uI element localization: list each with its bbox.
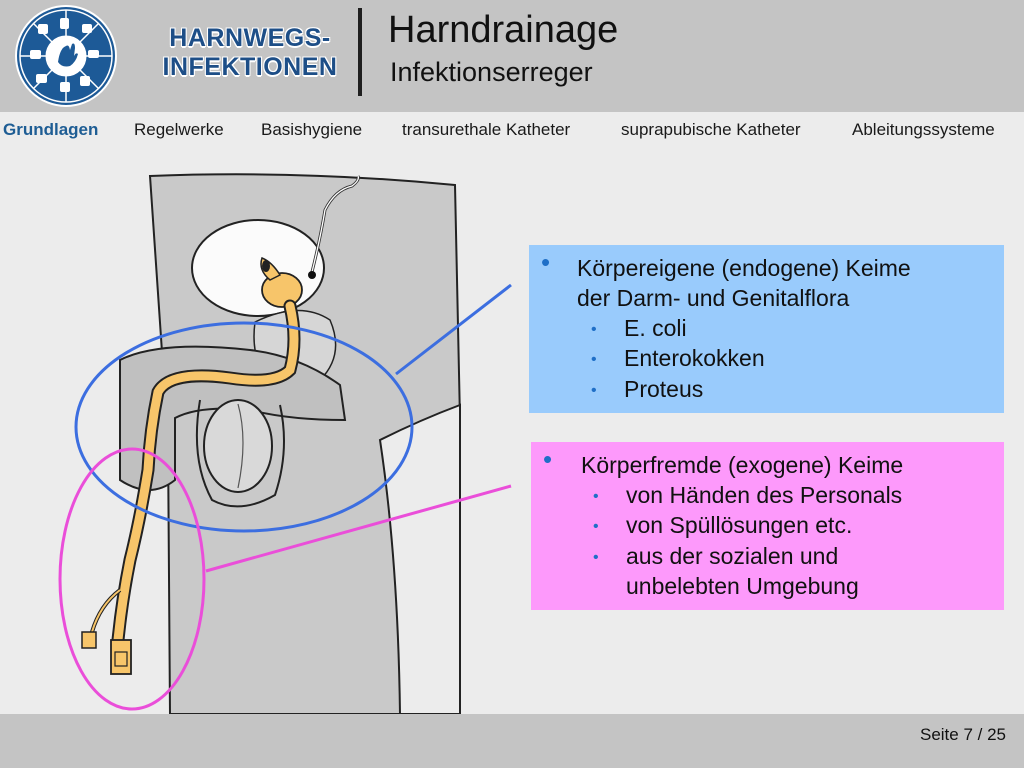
sub-bullet-icon: • <box>593 549 599 566</box>
exogenous-item: von Spüllösungen etc. <box>626 512 853 538</box>
slide-footer: Seite 7 / 25 <box>0 714 1024 768</box>
sub-bullet-icon: • <box>591 321 597 338</box>
sub-bullet-icon: • <box>591 382 597 399</box>
sub-bullet-icon: • <box>593 488 599 505</box>
endogenous-item: Proteus <box>624 376 704 402</box>
slide-header: HARNWEGS- INFEKTIONEN Harndrainage Infek… <box>0 0 1024 112</box>
sub-bullet-icon: • <box>593 518 599 535</box>
exogenous-item: von Händen des Personals <box>626 482 903 508</box>
testicle-shape <box>203 399 273 493</box>
endogenous-highlight-ellipse <box>74 321 414 533</box>
scrotum-outline <box>195 399 285 508</box>
brand-line-2: INFEKTIONEN <box>162 53 338 81</box>
pelvic-bone <box>191 219 325 317</box>
catheter-anatomy-illustration <box>58 173 512 714</box>
page-title: Harndrainage <box>388 9 619 51</box>
exogenous-item-continuation: unbelebten Umgebung <box>626 573 859 599</box>
endogenous-pointer-line <box>395 283 512 376</box>
tab-grundlagen[interactable]: Grundlagen <box>3 120 99 139</box>
tab-regelwerke[interactable]: Regelwerke <box>134 120 224 139</box>
endogenous-heading-line-2: der Darm- und Genitalflora <box>577 285 850 311</box>
exogenous-highlight-ellipse <box>58 447 206 711</box>
sub-bullet-icon: • <box>591 351 597 368</box>
brand-line-1: HARNWEGS- <box>169 24 331 52</box>
thigh-shape <box>378 403 461 714</box>
bullet-icon: • <box>543 444 553 474</box>
page-number: Seite 7 / 25 <box>919 725 1006 744</box>
exogenous-item: aus der sozialen und <box>626 543 839 569</box>
endogenous-pathogens-box: • Körpereigene (endogene) Keime der Darm… <box>529 245 1004 413</box>
endogenous-item: E. coli <box>624 315 687 341</box>
exogenous-pointer-line <box>205 484 512 573</box>
title-divider <box>358 8 362 96</box>
catheter-balloon <box>261 272 303 308</box>
section-tabs: Grundlagen Regelwerke Basishygiene trans… <box>0 112 1024 146</box>
catheter-side-connector <box>81 631 97 649</box>
page-subtitle: Infektionserreger <box>390 57 593 87</box>
bullet-icon: • <box>541 247 551 277</box>
harnwegs-logo-icon <box>14 4 118 108</box>
tab-ableitungssysteme[interactable]: Ableitungssysteme <box>852 120 995 139</box>
exogenous-pathogens-box: • Körperfremde (exogene) Keime • von Hän… <box>531 442 1004 610</box>
tab-transurethale-katheter[interactable]: transurethale Katheter <box>402 120 571 139</box>
endogenous-heading-line-1: Körpereigene (endogene) Keime <box>577 255 911 281</box>
tab-basishygiene[interactable]: Basishygiene <box>261 120 363 139</box>
tab-suprapubische-katheter[interactable]: suprapubische Katheter <box>621 120 801 139</box>
endogenous-item: Enterokokken <box>624 345 765 371</box>
exogenous-heading: Körperfremde (exogene) Keime <box>581 452 904 478</box>
brand-wordmark: HARNWEGS- INFEKTIONEN <box>160 24 340 82</box>
